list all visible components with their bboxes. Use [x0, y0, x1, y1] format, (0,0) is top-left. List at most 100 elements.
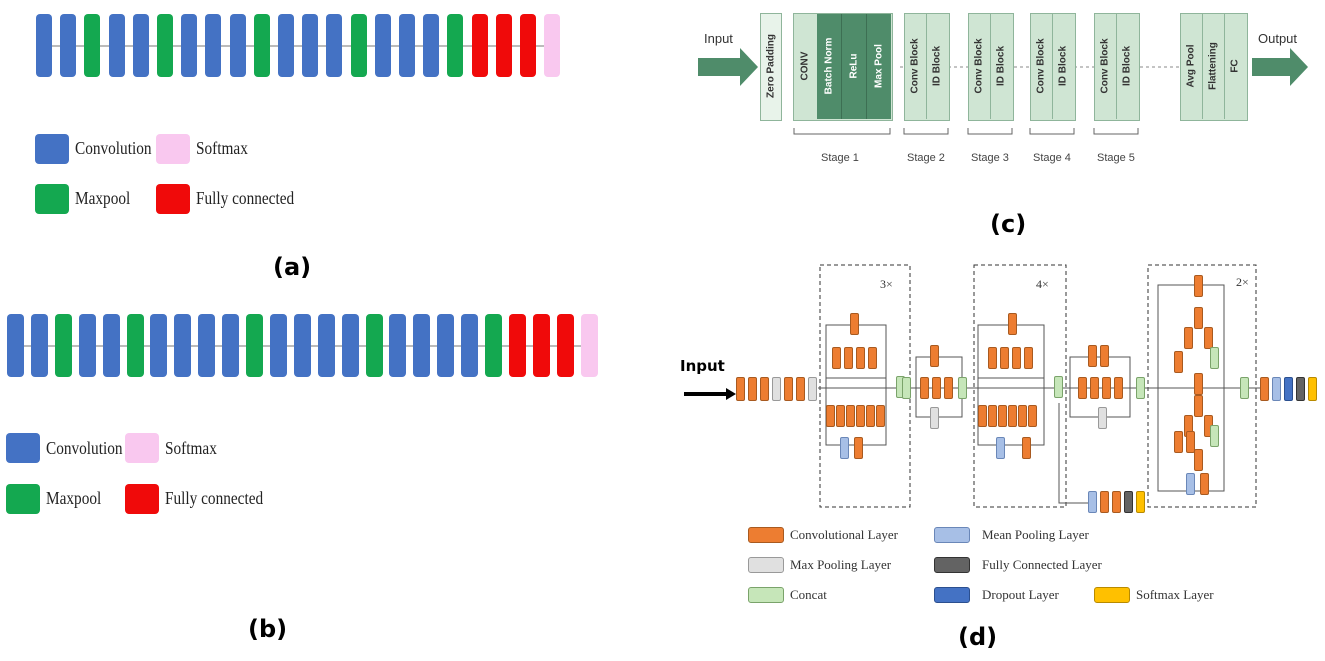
max-pooling-layer — [930, 407, 939, 429]
caption-a: (a) — [273, 253, 312, 281]
conv-layer — [836, 405, 845, 427]
stage-4-group — [1030, 13, 1076, 121]
vgg16-connector-line — [40, 45, 550, 47]
legend-swatch-fully-connected — [156, 184, 190, 214]
conv-layer — [850, 313, 859, 335]
layer-block-fc — [532, 314, 550, 377]
panel-d: 3× 4× 2× Input Convolutional Layer Max P… — [670, 255, 1325, 661]
concat-layer — [958, 377, 967, 399]
concat-layer — [1240, 377, 1249, 399]
legend-swatch-concat — [748, 587, 784, 603]
legend-label-softmax: Softmax — [165, 438, 217, 458]
layer-block-maxpool — [157, 14, 173, 77]
mean-pooling-layer — [1088, 491, 1097, 513]
layer-block-conv — [302, 14, 319, 77]
legend-label-maxpool: Maxpool — [46, 488, 102, 508]
conv-layer — [868, 347, 877, 369]
inception-input-label: Input — [680, 357, 725, 375]
conv-layer — [1186, 431, 1195, 453]
layer-block-maxpool — [84, 14, 101, 77]
conv-block-label: Conv Block — [1035, 38, 1047, 94]
conv-layer — [784, 377, 793, 401]
avg-pool-label: Avg Pool — [1185, 44, 1197, 88]
legend-swatch-convolution — [6, 433, 40, 463]
concat-layer — [1136, 377, 1145, 399]
conv-layer — [988, 347, 997, 369]
layer-block-maxpool — [253, 14, 270, 77]
conv-layer — [844, 347, 853, 369]
stage-4-label: Stage 4 — [1033, 152, 1071, 164]
softmax-layer — [1308, 377, 1317, 401]
layer-block-conv — [60, 14, 77, 77]
conv-layer — [854, 437, 863, 459]
layer-block-conv — [78, 314, 96, 377]
layer-block-conv — [198, 314, 216, 377]
input-arrow-icon — [698, 48, 758, 86]
conv-layer — [1028, 405, 1037, 427]
conv-layer — [1174, 351, 1183, 373]
layer-block-fc — [471, 14, 488, 77]
conv-layer — [944, 377, 953, 399]
stage-divider — [926, 14, 927, 119]
legend-swatch-fully-connected — [125, 484, 159, 514]
conv-layer — [1114, 377, 1123, 399]
legend-swatch-convolution — [35, 134, 69, 164]
legend-label-softmax: Softmax Layer — [1136, 587, 1214, 602]
softmax-layer — [1136, 491, 1145, 513]
conv-layer — [1194, 275, 1203, 297]
layer-block-conv — [132, 14, 149, 77]
conv-layer — [1078, 377, 1087, 399]
aux-branch-line — [1058, 403, 1088, 504]
layer-block-maxpool — [246, 314, 263, 377]
conv-layer — [1184, 327, 1193, 349]
layer-block-conv — [326, 14, 343, 77]
layer-block-maxpool — [485, 314, 502, 377]
legend-swatch-softmax — [1094, 587, 1130, 603]
stage-divider — [990, 14, 991, 119]
legend-swatch-softmax — [125, 433, 159, 463]
module-a-frame — [825, 324, 887, 446]
layer-block-conv — [374, 14, 391, 77]
stage-1-bracket — [793, 128, 891, 135]
legend-label-concat: Concat — [790, 587, 827, 602]
layer-block-conv — [222, 314, 240, 377]
max-pooling-layer — [808, 377, 817, 401]
stage-2-group — [904, 13, 950, 121]
layer-block-conv — [437, 314, 455, 377]
flattening-label: Flattening — [1207, 42, 1219, 90]
conv-layer — [866, 405, 875, 427]
layer-block-conv — [461, 314, 479, 377]
caption-b: (b) — [248, 615, 288, 643]
panel-c: Input Output Zero Padding CONV Batch Nor… — [690, 0, 1325, 250]
stage-5-label: Stage 5 — [1097, 152, 1135, 164]
layer-block-conv — [150, 314, 168, 377]
layer-block-maxpool — [365, 314, 383, 377]
caption-c: (c) — [990, 210, 1027, 238]
stage-2-bracket — [903, 128, 949, 135]
max-pooling-layer — [1098, 407, 1107, 429]
stage-3-label: Stage 3 — [971, 152, 1009, 164]
mean-pooling-layer — [840, 437, 849, 459]
conv-layer — [748, 377, 757, 401]
legend-label-conv: Convolutional Layer — [790, 527, 898, 542]
stage-1-divider — [866, 14, 867, 119]
id-block-label: ID Block — [995, 45, 1007, 87]
stage-3-bracket — [967, 128, 1013, 135]
stage-3-group — [968, 13, 1014, 121]
fully-connected-layer — [1124, 491, 1133, 513]
legend-label-fully-connected: Fully connected — [196, 188, 295, 208]
layer-block-conv — [174, 314, 192, 377]
conv-layer — [826, 405, 835, 427]
stage-2-label: Stage 2 — [907, 152, 945, 164]
legend-label-dropout: Dropout Layer — [982, 587, 1059, 602]
conv-label: CONV — [799, 51, 811, 81]
layer-block-conv — [181, 14, 198, 77]
layer-block-fc — [495, 14, 512, 77]
legend-swatch-maxpool — [748, 557, 784, 573]
conv-layer — [832, 347, 841, 369]
stage-divider — [1116, 14, 1117, 119]
layer-block-conv — [293, 314, 311, 377]
layer-block-fc — [508, 314, 526, 377]
conv-layer — [1088, 345, 1097, 367]
legend-swatch-maxpool — [6, 484, 40, 514]
